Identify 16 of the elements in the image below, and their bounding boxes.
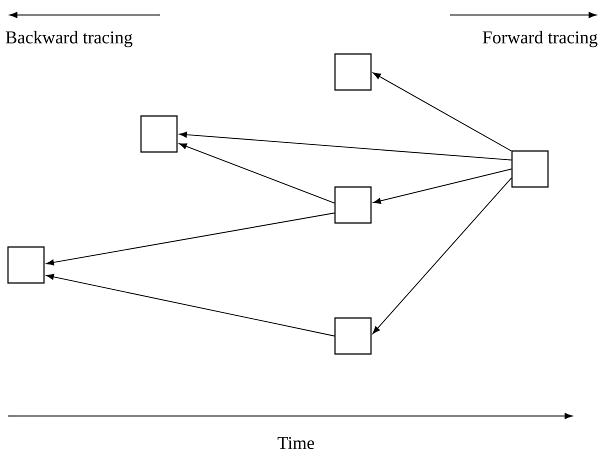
box xyxy=(140,115,178,153)
arrow xyxy=(179,143,335,204)
axis-label: Forward tracing xyxy=(482,30,598,48)
arrow xyxy=(179,132,512,160)
box xyxy=(334,53,372,91)
arrow xyxy=(373,168,512,204)
axis-label: Backward tracing xyxy=(6,30,132,48)
arrow xyxy=(372,178,512,334)
arrow xyxy=(46,212,335,266)
arrow xyxy=(46,274,335,336)
box xyxy=(7,246,45,284)
box xyxy=(334,186,372,224)
box xyxy=(511,150,549,188)
arrow xyxy=(372,72,512,152)
box xyxy=(334,317,372,355)
axis-label: Time xyxy=(278,436,314,450)
